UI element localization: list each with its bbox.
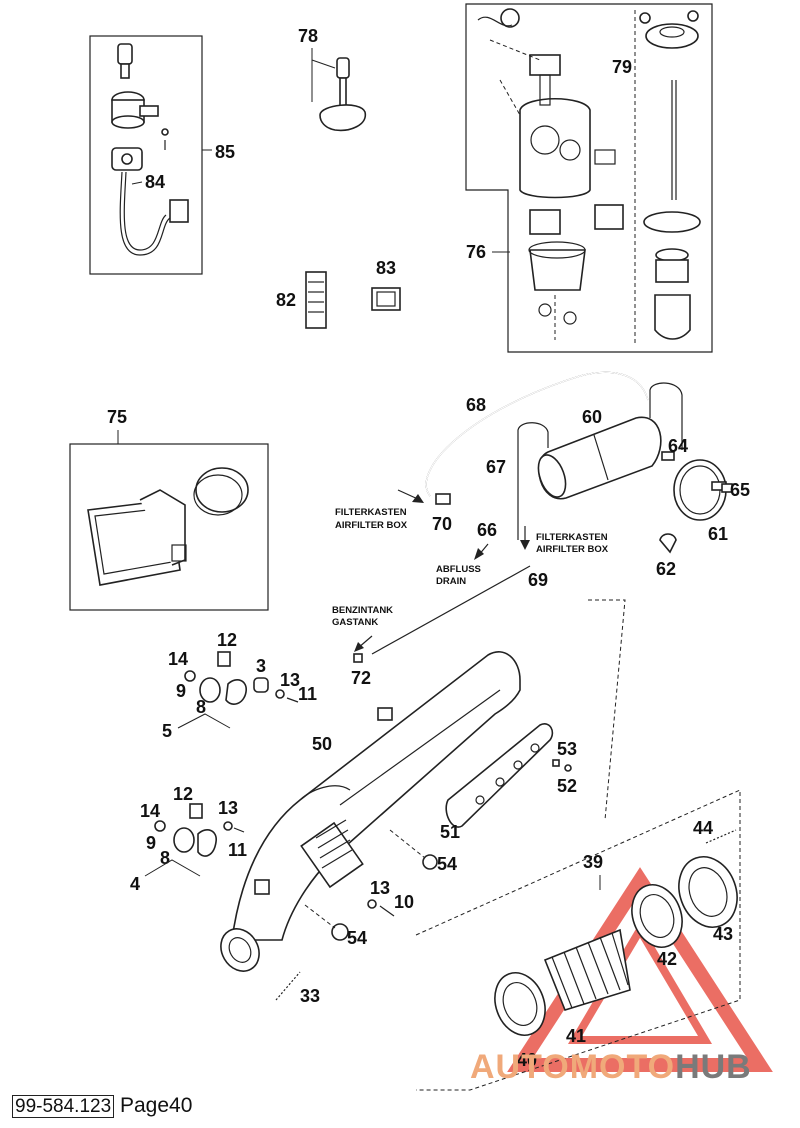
label-54-lower: 54 — [347, 928, 367, 948]
label-4: 4 — [130, 874, 140, 894]
label-64: 64 — [668, 436, 688, 456]
label-5: 5 — [162, 721, 172, 741]
box-carburettor: 79 76 — [465, 3, 713, 353]
watermark-part2: HUB — [675, 1048, 752, 1086]
box-ignition-lock: 85 84 — [89, 35, 235, 275]
label-13-upper: 13 — [280, 670, 300, 690]
label-8-lower: 8 — [160, 848, 170, 868]
filter-82: 82 — [276, 271, 327, 329]
caption-benzintank: BENZINTANK — [332, 605, 393, 616]
label-60: 60 — [582, 407, 602, 427]
label-40: 40 — [517, 1050, 537, 1070]
label-79: 79 — [612, 57, 632, 77]
label-12-lower: 12 — [173, 784, 193, 804]
bellows-group: 39 44 43 42 41 40 — [415, 789, 741, 1091]
label-43: 43 — [713, 924, 733, 944]
caption-drain: DRAIN — [436, 576, 466, 587]
label-9-lower: 9 — [146, 833, 156, 853]
page-footer: 99-584.123 Page40 — [12, 1094, 192, 1118]
label-41: 41 — [566, 1026, 586, 1046]
box-headlight: 75 — [69, 407, 269, 611]
footer-page: Page40 — [120, 1094, 193, 1117]
label-62: 62 — [656, 559, 676, 579]
caption-filterkasten-1: FILTERKASTEN — [335, 507, 407, 518]
label-83: 83 — [376, 258, 396, 278]
fuel-system: 68 60 67 61 64 65 62 70 FILTERKASTEN AIR… — [332, 371, 750, 688]
watermark-part1: AUTOMOTO — [470, 1048, 676, 1086]
label-12-upper: 12 — [217, 630, 237, 650]
mount-group-lower: 12 14 13 11 9 8 4 13 10 — [130, 784, 414, 917]
label-10: 10 — [394, 892, 414, 912]
silencer-50: 50 51 53 52 54 54 33 — [220, 599, 626, 1006]
label-8-upper: 8 — [196, 697, 206, 717]
label-44: 44 — [693, 818, 713, 838]
label-3: 3 — [256, 656, 266, 676]
label-9-upper: 9 — [176, 681, 186, 701]
key-78: 78 — [298, 26, 366, 132]
label-11-upper: 11 — [298, 684, 317, 704]
label-54-upper: 54 — [437, 854, 457, 874]
label-14-upper: 14 — [168, 649, 188, 669]
label-42: 42 — [657, 949, 677, 969]
watermark-logo: AUTOMOTOHUB — [470, 1048, 752, 1087]
label-65: 65 — [730, 480, 750, 500]
label-85: 85 — [215, 142, 235, 162]
label-51: 51 — [440, 822, 460, 842]
label-52: 52 — [557, 776, 577, 796]
label-50: 50 — [312, 734, 332, 754]
caption-filterkasten-2: FILTERKASTEN — [536, 532, 608, 543]
label-61: 61 — [708, 524, 728, 544]
caption-airfilter-box-2: AIRFILTER BOX — [536, 544, 609, 555]
label-84: 84 — [145, 172, 165, 192]
label-78: 78 — [298, 26, 318, 46]
label-70: 70 — [432, 514, 452, 534]
label-69: 69 — [528, 570, 548, 590]
caption-abfluss: ABFLUSS — [436, 564, 481, 575]
label-13-c: 13 — [370, 878, 390, 898]
label-75: 75 — [107, 407, 127, 427]
label-68: 68 — [466, 395, 486, 415]
caption-airfilter-box-1: AIRFILTER BOX — [335, 520, 408, 531]
label-39: 39 — [583, 852, 603, 872]
mount-group-upper: 12 14 3 13 11 9 8 5 — [162, 630, 317, 741]
label-53: 53 — [557, 739, 577, 759]
pad-83: 83 — [371, 258, 401, 311]
label-76: 76 — [466, 242, 486, 262]
footer-code: 99-584.123 — [12, 1095, 115, 1118]
label-67: 67 — [486, 457, 506, 477]
label-72: 72 — [351, 668, 371, 688]
label-33: 33 — [300, 986, 320, 1006]
label-13-lower: 13 — [218, 798, 238, 818]
label-11-lower: 11 — [228, 840, 247, 860]
caption-gastank: GASTANK — [332, 617, 378, 628]
label-66: 66 — [477, 520, 497, 540]
label-14-lower: 14 — [140, 801, 160, 821]
label-82: 82 — [276, 290, 296, 310]
